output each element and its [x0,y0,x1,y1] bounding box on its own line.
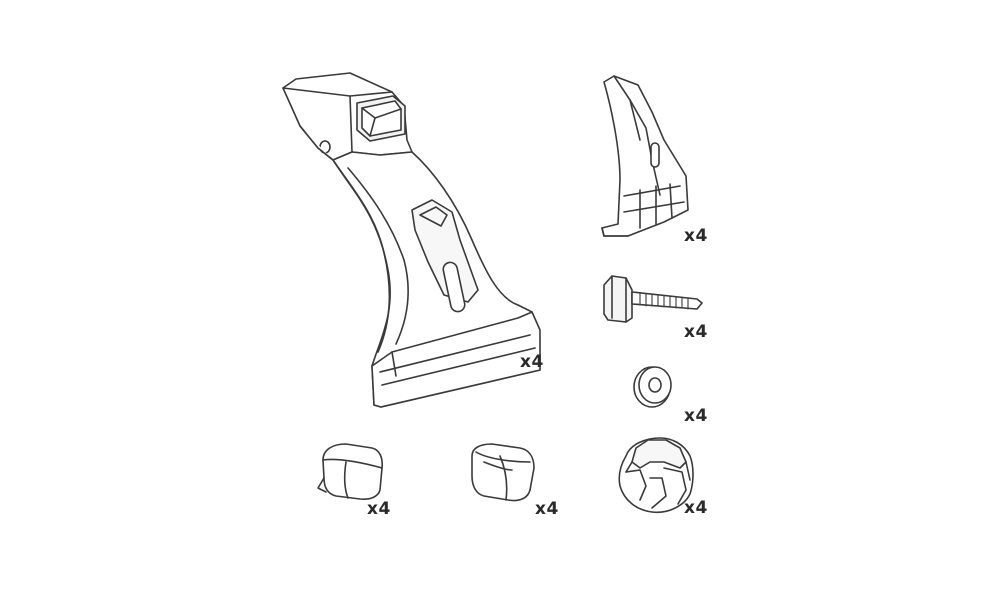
quantity-label-bolt: x4 [684,322,708,342]
star-knob-icon [618,437,694,514]
quantity-label-pad-2: x4 [535,499,559,519]
washer-icon [633,366,672,408]
quantity-label-knob: x4 [684,498,708,518]
t-bolt-icon [603,275,703,323]
quantity-label-clip: x4 [684,226,708,246]
rubber-pad-icon [317,443,383,500]
rubber-pad-icon-2 [471,443,535,502]
roof-rack-foot-icon [282,72,541,408]
mounting-clip-icon [601,75,689,237]
quantity-label-washer: x4 [684,406,708,426]
quantity-label-foot: x4 [520,352,544,372]
quantity-label-pad-1: x4 [367,499,391,519]
